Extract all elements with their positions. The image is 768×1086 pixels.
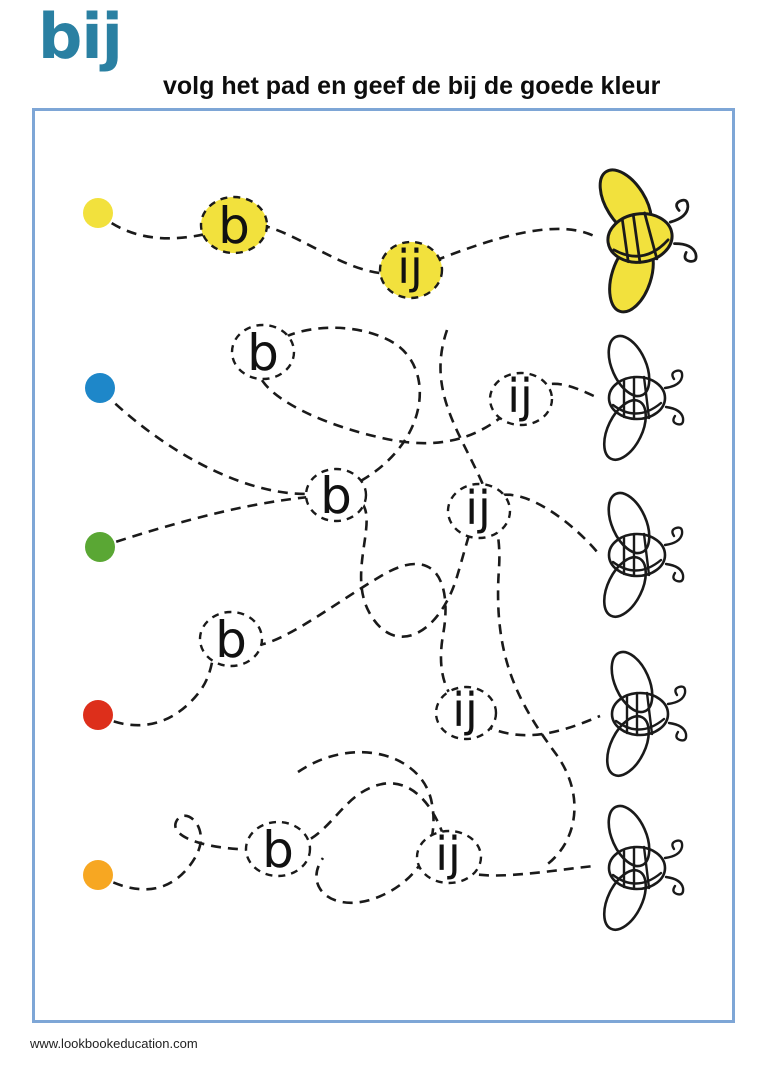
bee-2[interactable]: [596, 330, 685, 466]
letter-b-4: b: [215, 611, 247, 669]
bee-1[interactable]: [582, 153, 703, 322]
bee-body: [607, 532, 667, 578]
letter-circle-ij-4[interactable]: [434, 685, 498, 741]
bee-stripes: [611, 845, 663, 891]
bee-wing-top: [610, 650, 654, 714]
bee-wing-top: [607, 334, 651, 398]
bee-antenna-bottom: [664, 405, 685, 426]
bee-antenna-bottom: [673, 242, 698, 263]
bee-5[interactable]: [596, 800, 685, 936]
path-red: [97, 562, 601, 737]
bee-3[interactable]: [596, 487, 685, 623]
letter-ij-1: ij: [397, 240, 423, 294]
bee-antenna-bottom: [664, 562, 685, 583]
bee-4[interactable]: [599, 646, 688, 782]
bee-stripes: [611, 375, 663, 421]
website-url: www.lookbookeducation.com: [30, 1036, 198, 1051]
bee-wing-bottom: [602, 555, 648, 619]
letter-circle-b-5[interactable]: [244, 820, 312, 878]
instruction-text: volg het pad en geef de bij de goede kle…: [163, 72, 661, 100]
letter-ij-2: ij: [507, 369, 533, 423]
letter-ij-3: ij: [465, 481, 491, 535]
bee-antenna-top: [666, 685, 687, 706]
letter-circle-ij-3[interactable]: [446, 482, 512, 540]
bee-body: [610, 691, 670, 737]
letter-circle-b-3[interactable]: [304, 467, 368, 523]
letter-ij-4: ij: [452, 683, 478, 737]
letter-b-3: b: [320, 467, 352, 525]
letter-circle-ij-5[interactable]: [415, 829, 483, 885]
bee-stripes: [611, 532, 663, 578]
bee-wing-top: [607, 491, 651, 555]
letter-b-1: b: [218, 197, 250, 255]
letter-b-2: b: [247, 324, 279, 382]
letter-circle-b-4[interactable]: [198, 610, 264, 668]
bee-wing-top: [607, 804, 651, 868]
bee-antenna-bottom: [664, 875, 685, 896]
color-dot-red[interactable]: [83, 700, 113, 730]
letter-circle-b-1[interactable]: [199, 195, 269, 255]
letter-circle-b-2[interactable]: [230, 323, 296, 381]
letter-b-5: b: [262, 821, 294, 879]
color-dot-orange[interactable]: [83, 860, 113, 890]
bee-wing-bottom: [602, 398, 648, 462]
bee-body: [607, 375, 667, 421]
bee-antenna-bottom: [667, 721, 688, 742]
bee-wing-bottom: [602, 868, 648, 932]
bee-stripes: [612, 211, 670, 264]
letter-circle-ij-2[interactable]: [488, 371, 554, 427]
path-yellow: [97, 212, 597, 275]
color-dot-green[interactable]: [85, 532, 115, 562]
bee-antenna-top: [668, 198, 690, 224]
letter-ij-5: ij: [435, 827, 461, 881]
bee-antenna-top: [663, 526, 684, 547]
color-dot-blue[interactable]: [85, 373, 115, 403]
bee-antenna-top: [663, 839, 684, 860]
bee-antenna-top: [663, 369, 684, 390]
page-title: bij: [38, 0, 123, 73]
bee-wing-bottom: [605, 714, 651, 778]
path-orange: [97, 782, 595, 891]
bee-body: [607, 845, 667, 891]
extra-path-1: [439, 329, 576, 868]
color-dot-yellow[interactable]: [83, 198, 113, 228]
extra-path-2: [297, 750, 435, 905]
bee-stripes: [614, 691, 666, 737]
letter-circle-ij-1[interactable]: [378, 240, 444, 300]
